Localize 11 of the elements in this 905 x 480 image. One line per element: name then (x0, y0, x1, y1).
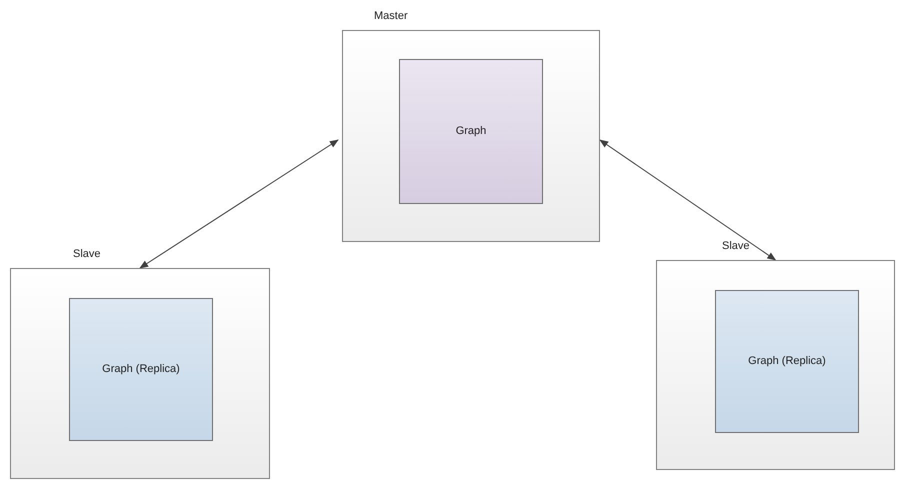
double-arrow (139, 140, 339, 268)
box-heading: Slave (73, 247, 101, 262)
node-label: Graph (Replica) (748, 354, 826, 370)
graph-box (715, 290, 859, 433)
box-heading: Master (374, 9, 408, 24)
graph-box (399, 59, 543, 204)
double-arrow (599, 140, 776, 260)
node-label: Graph (Replica) (102, 362, 180, 378)
graph-box (69, 298, 213, 441)
node-label: Graph (456, 124, 486, 140)
box-heading: Slave (722, 239, 750, 254)
